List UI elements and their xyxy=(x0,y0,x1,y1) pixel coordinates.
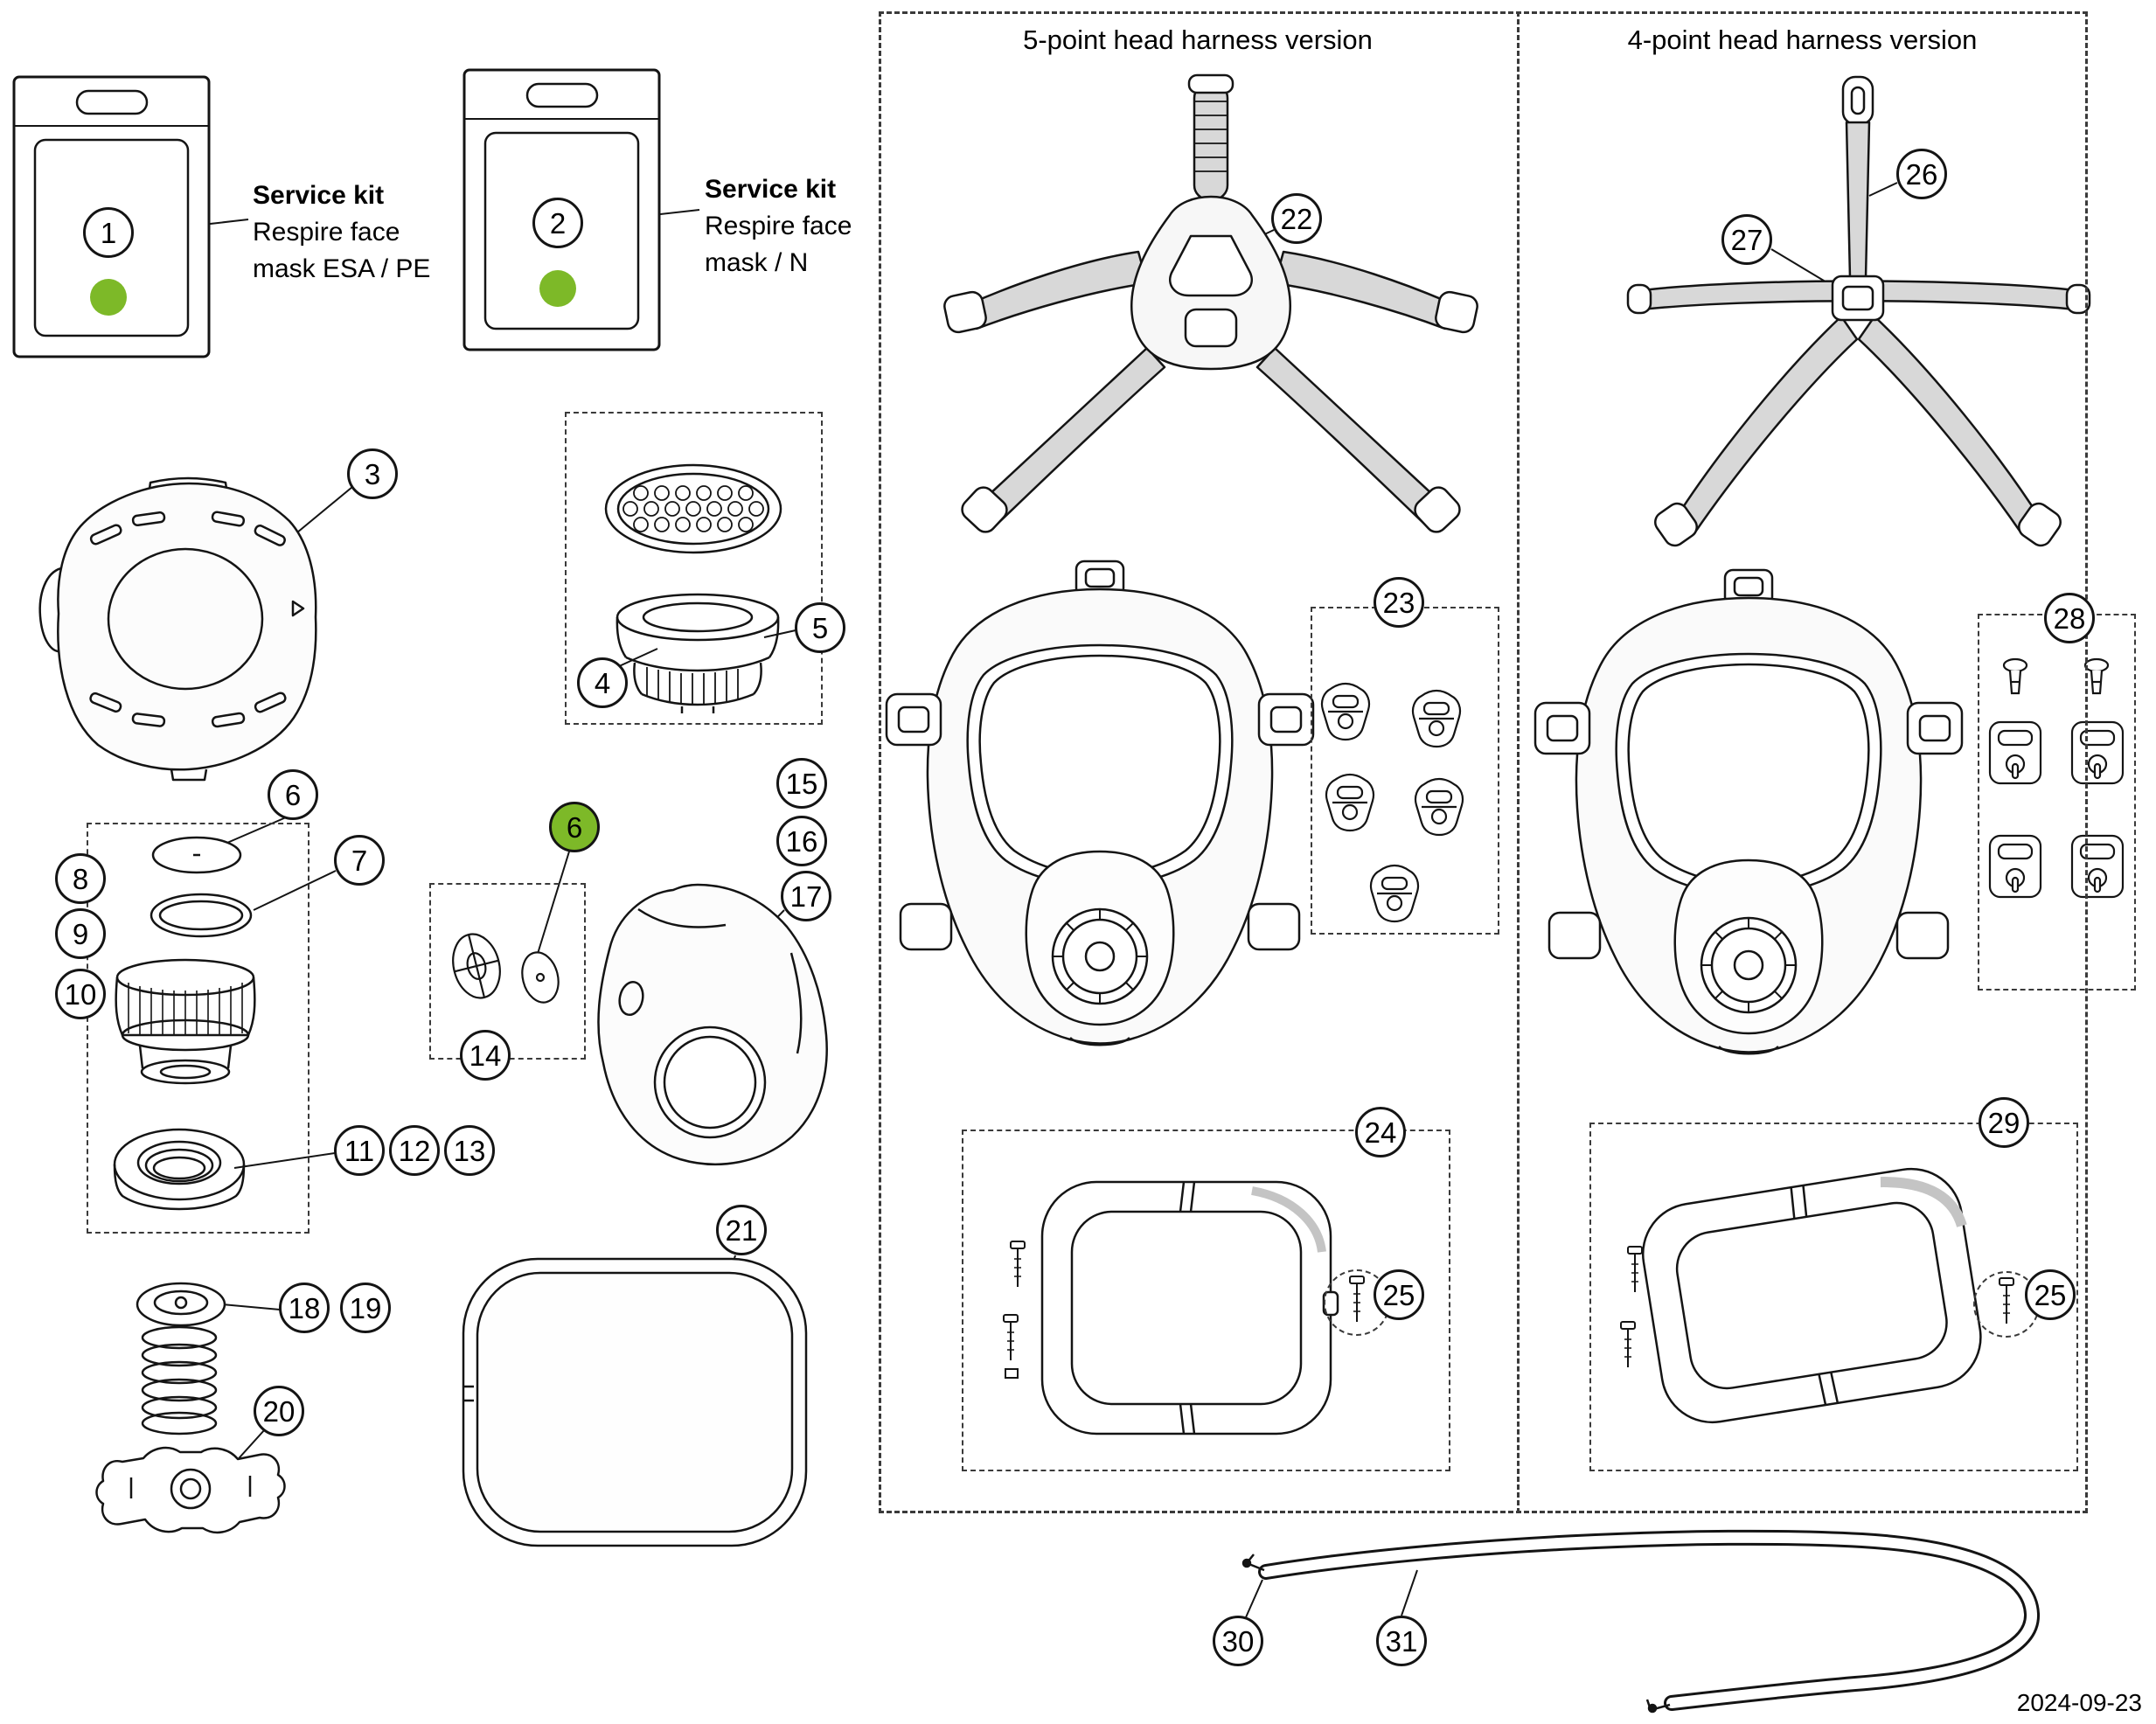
callout-12: 12 xyxy=(389,1125,440,1176)
callout-16: 16 xyxy=(776,816,827,866)
part-3-mask-housing xyxy=(38,476,317,782)
part-22-five-point-harness xyxy=(943,73,1478,533)
package-1-line1: Respire face xyxy=(253,218,400,247)
revision-date: 2024-09-23 xyxy=(2016,1689,2142,1716)
callout-22: 22 xyxy=(1271,193,1322,244)
part-19-spring xyxy=(141,1325,218,1436)
part-7-o-ring xyxy=(150,893,253,938)
callout-6: 6 xyxy=(268,769,318,820)
callout-14: 14 xyxy=(460,1030,511,1081)
green-dot-1 xyxy=(90,279,127,316)
package-1-label: Service kit Respire face mask ESA / PE xyxy=(253,177,430,288)
part-17-inner-mask xyxy=(597,883,828,1165)
callout-5: 5 xyxy=(795,602,845,653)
four-point-title: 4-point head harness version xyxy=(1627,24,1978,55)
group-box-4-5 xyxy=(565,412,823,725)
callout-30: 30 xyxy=(1213,1616,1263,1666)
strap-hooks xyxy=(1241,1554,1671,1714)
part-28-pins-and-locks xyxy=(1988,657,2125,899)
package-1-line2: mask ESA / PE xyxy=(253,254,431,283)
group-box-14 xyxy=(429,883,586,1060)
callout-17: 17 xyxy=(781,871,831,921)
callout-3: 3 xyxy=(347,448,398,499)
part-11-ring-nut xyxy=(113,1128,246,1211)
package-2-label: Service kit Respire face mask / N xyxy=(705,171,852,282)
package-2-line2: mask / N xyxy=(705,248,809,277)
callout-23: 23 xyxy=(1374,577,1424,628)
callout-25-right: 25 xyxy=(2025,1269,2076,1320)
callout-25-left: 25 xyxy=(1374,1269,1424,1320)
callout-9: 9 xyxy=(55,908,106,959)
part-10-adapter xyxy=(115,958,256,1085)
callout-27: 27 xyxy=(1721,214,1772,265)
version-divider xyxy=(1517,11,1520,1513)
callout-24: 24 xyxy=(1355,1107,1406,1157)
callout-20: 20 xyxy=(254,1386,304,1436)
callout-28: 28 xyxy=(2044,593,2095,643)
callout-6-green: 6 xyxy=(549,802,600,852)
group-box-23 xyxy=(1311,607,1499,935)
callout-21: 21 xyxy=(716,1205,767,1255)
group-box-28 xyxy=(1978,614,2136,991)
callout-8: 8 xyxy=(55,853,106,904)
part-4-threaded-port xyxy=(616,593,780,713)
part-5-grille xyxy=(604,463,782,554)
group-box-8-10 xyxy=(87,823,309,1234)
harness-versions-container xyxy=(879,11,2088,1513)
part-20-bracket xyxy=(95,1446,286,1534)
part-26-four-point-harness xyxy=(1626,75,2091,547)
callout-18: 18 xyxy=(279,1283,330,1333)
package-2-title: Service kit xyxy=(705,175,837,204)
group-box-29 xyxy=(1589,1123,2078,1471)
callout-7: 7 xyxy=(334,835,385,886)
package-1-title: Service kit xyxy=(253,181,385,210)
part-31-neck-strap xyxy=(1241,1529,2040,1714)
package-2-line1: Respire face xyxy=(705,212,852,240)
callout-13: 13 xyxy=(444,1125,495,1176)
five-point-title: 5-point head harness version xyxy=(1023,24,1373,55)
part-14-valve-discs xyxy=(452,933,560,1004)
callout-1: 1 xyxy=(83,207,134,258)
part-29-visor-frame-4pt xyxy=(1619,1167,2015,1424)
callout-4: 4 xyxy=(577,657,628,708)
group-box-24 xyxy=(962,1130,1450,1471)
callout-2: 2 xyxy=(532,198,583,248)
green-dot-2 xyxy=(539,270,576,307)
part-6-disc xyxy=(151,836,242,874)
callout-19: 19 xyxy=(340,1283,391,1333)
callout-29: 29 xyxy=(1979,1097,2029,1148)
callout-11: 11 xyxy=(334,1125,385,1176)
callout-26: 26 xyxy=(1896,149,1947,199)
part-24-visor-frame xyxy=(1002,1180,1366,1436)
callout-10: 10 xyxy=(55,969,106,1019)
callout-15: 15 xyxy=(776,758,827,809)
part-18-valve-cap xyxy=(136,1282,226,1327)
callout-31: 31 xyxy=(1376,1616,1427,1666)
part-21-visor-lens xyxy=(462,1257,808,1547)
